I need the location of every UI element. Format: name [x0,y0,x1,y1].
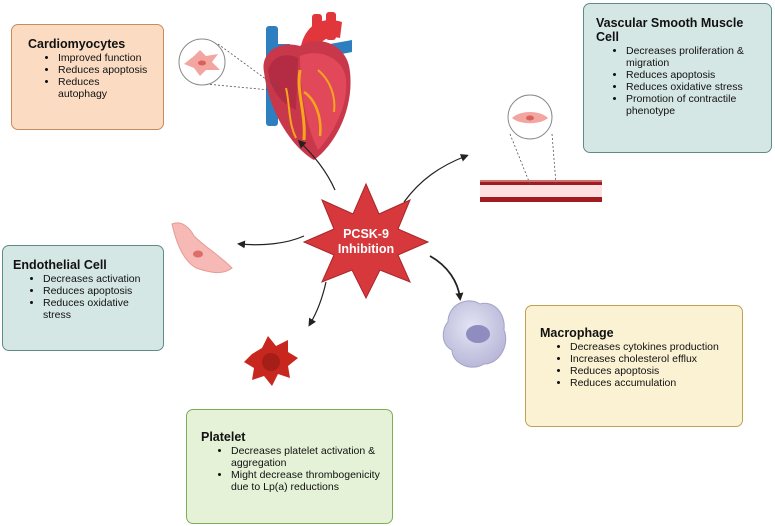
platelet-title: Platelet [201,430,246,444]
list-item: Reduces accumulation [570,377,730,389]
macrophage-icon [442,300,507,368]
macrophage-title: Macrophage [540,326,614,340]
endothelial-cell-box: Endothelial Cell Decreases activation Re… [2,245,164,351]
list-item: Increases cholesterol efflux [570,353,730,365]
pcsk9-inhibition-star: PCSK-9 Inhibition [302,182,430,300]
arrow-to-vessel [403,154,469,203]
list-item: Decreases cytokines production [570,341,730,353]
list-item: Promotion of contractile phenotype [626,93,759,117]
platelet-box: Platelet Decreases platelet activation &… [186,409,393,524]
vsmc-list: Decreases proliferation & migration Redu… [596,45,759,117]
list-item: Decreases platelet activation & aggregat… [231,445,380,469]
list-item: Reduces apoptosis [58,64,151,76]
macrophage-box: Macrophage Decreases cytokines productio… [525,305,743,427]
cardiomyocytes-title: Cardiomyocytes [28,37,126,51]
arrow-to-endothelial [237,235,305,249]
list-item: Might decrease thrombogenicity due to Lp… [231,469,380,493]
list-item: Reduces apoptosis [43,285,151,297]
list-item: Decreases activation [43,273,151,285]
platelet-list: Decreases platelet activation & aggregat… [201,445,380,493]
center-label-line2: Inhibition [338,242,394,256]
list-item: Reduces autophagy [58,76,151,100]
star-shape [302,182,430,300]
endothelial-cell-icon [171,222,233,274]
list-item: Reduces oxidative stress [626,81,759,93]
cardiomyocytes-list: Improved function Reduces apoptosis Redu… [28,52,151,100]
vsmc-title: Vascular Smooth Muscle Cell [596,16,744,44]
cardiomyocytes-box: Cardiomyocytes Improved function Reduces… [11,24,164,130]
connector-arrows [237,139,469,327]
vascular-smooth-muscle-cell-box: Vascular Smooth Muscle Cell Decreases pr… [583,3,772,153]
platelet-icon [244,336,298,386]
list-item: Reduces apoptosis [626,69,759,81]
list-item: Reduces apoptosis [570,365,730,377]
list-item: Decreases proliferation & migration [626,45,759,69]
arrow-to-platelet [308,281,327,327]
list-item: Improved function [58,52,151,64]
endothelial-list: Decreases activation Reduces apoptosis R… [13,273,151,321]
smooth-muscle-cell-icon [507,94,557,185]
macrophage-list: Decreases cytokines production Increases… [540,341,730,389]
endothelial-title: Endothelial Cell [13,258,107,272]
blood-vessel-icon [480,180,602,202]
center-label-line1: PCSK-9 [343,227,389,241]
heart-icon [263,12,352,160]
arrow-to-macrophage [429,255,464,301]
arrow-to-heart [297,139,336,191]
cardiomyocyte-cell-icon [178,38,279,91]
list-item: Reduces oxidative stress [43,297,151,321]
